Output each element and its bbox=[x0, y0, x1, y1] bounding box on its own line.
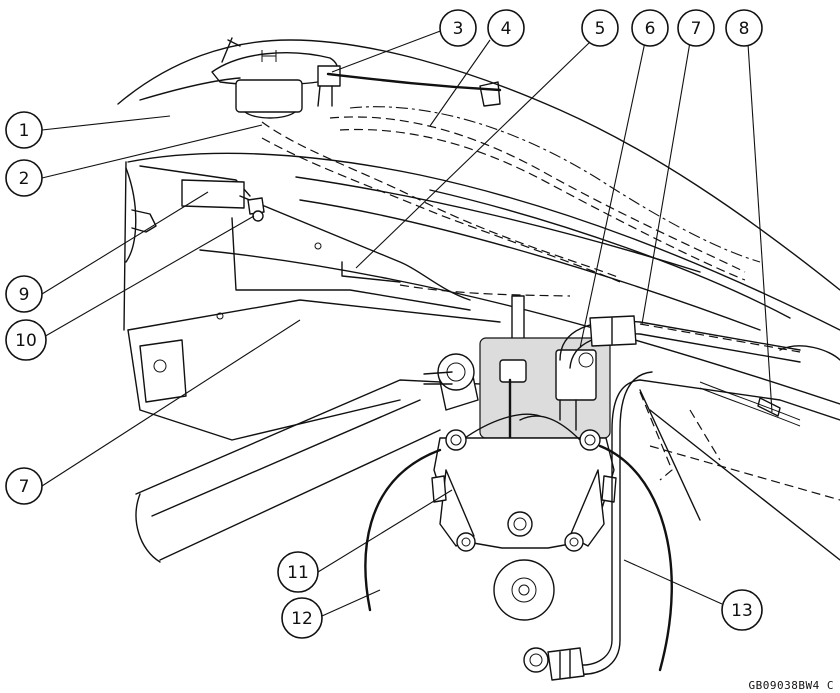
callout-10-label: 10 bbox=[15, 331, 37, 351]
callout-5: 5 bbox=[581, 9, 619, 47]
callout-2-label: 2 bbox=[19, 169, 30, 189]
callout-7-top: 7 bbox=[677, 9, 715, 47]
callout-1-label: 1 bbox=[19, 121, 30, 141]
fastener-clip bbox=[247, 197, 265, 222]
callout-8: 8 bbox=[725, 9, 763, 47]
callout-5-label: 5 bbox=[595, 19, 606, 39]
fuel-tank bbox=[117, 39, 840, 405]
callout-9-label: 9 bbox=[19, 285, 30, 305]
callout-6-label: 6 bbox=[645, 19, 656, 39]
callout-13-label: 13 bbox=[731, 601, 753, 621]
callout-7-bottom-label: 7 bbox=[19, 477, 30, 497]
callout-4-label: 4 bbox=[501, 19, 512, 39]
callout-2: 2 bbox=[5, 159, 43, 197]
callout-3: 3 bbox=[439, 9, 477, 47]
breather-hose-dashed bbox=[261, 106, 761, 297]
callout-4: 4 bbox=[487, 9, 525, 47]
filler-cap-assembly bbox=[211, 37, 502, 119]
side-panel bbox=[135, 345, 840, 563]
leader-lines bbox=[41, 29, 773, 617]
callout-7-top-label: 7 bbox=[691, 19, 702, 39]
ground-lead bbox=[364, 371, 673, 681]
sensor-harness bbox=[699, 381, 801, 427]
callout-11: 11 bbox=[277, 551, 319, 593]
callout-8-label: 8 bbox=[739, 19, 750, 39]
frame-member bbox=[123, 161, 525, 441]
callout-6: 6 bbox=[631, 9, 669, 47]
fuel-hose bbox=[559, 315, 801, 369]
callout-9: 9 bbox=[5, 275, 43, 313]
callout-1: 1 bbox=[5, 111, 43, 149]
reference-code: GB09038BW4 C bbox=[748, 679, 834, 692]
callout-10: 10 bbox=[5, 319, 47, 361]
callout-3-label: 3 bbox=[453, 19, 464, 39]
callout-12-label: 12 bbox=[291, 609, 313, 629]
fuel-pump-assembly bbox=[423, 337, 617, 621]
callout-13: 13 bbox=[721, 589, 763, 631]
callout-12: 12 bbox=[281, 597, 323, 639]
callout-11-label: 11 bbox=[287, 563, 309, 583]
callout-7-bottom: 7 bbox=[5, 467, 43, 505]
